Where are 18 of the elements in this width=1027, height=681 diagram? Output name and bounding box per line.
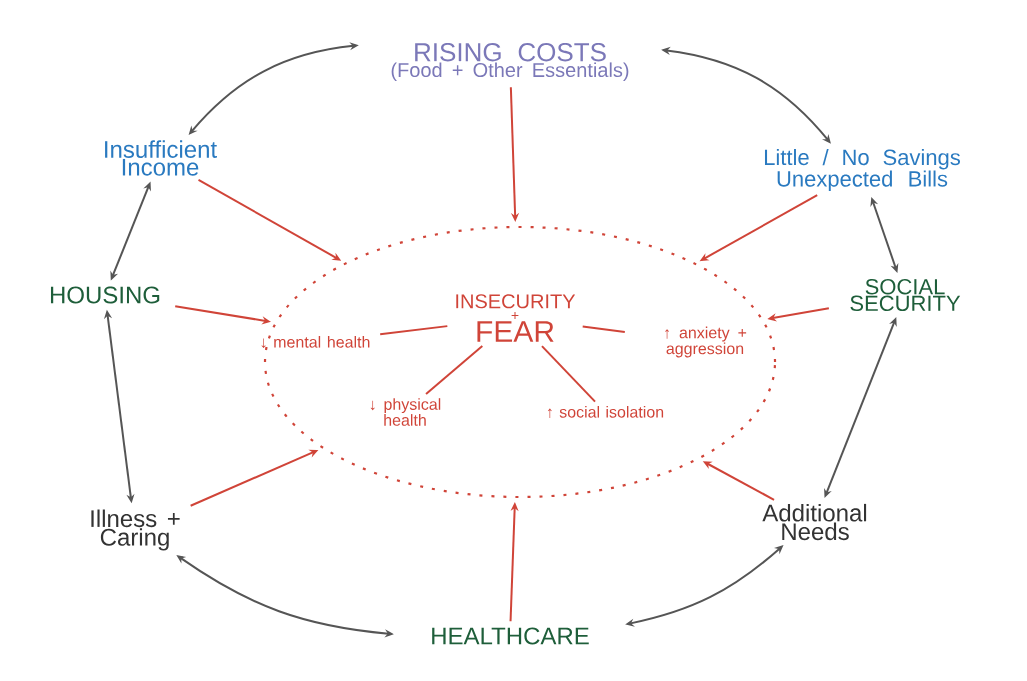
factor-text: HOUSING (51, 286, 160, 304)
dotted-ellipse (263, 225, 777, 499)
centre-text: INSECURITY + FEAR (456, 294, 576, 342)
effect-text: ↑ social isolation (547, 406, 664, 419)
factor-text: HEALTHCARE (432, 627, 589, 645)
factor-text: Insufficient Income (105, 140, 217, 176)
effect-text: ↓ mental health (261, 336, 370, 349)
effect-text: ↑ anxiety + aggression (665, 326, 747, 358)
factor-text: SOCIAL SECURITY (850, 278, 961, 312)
connector-line (581, 325, 626, 333)
effect-text: ↓ physical health (370, 398, 441, 426)
connector-line (379, 325, 449, 336)
factor-text: Little / No Savings Unexpected Bills (765, 149, 960, 191)
factor-text: Additional Needs (762, 503, 867, 541)
heading-text: RISING COSTS (Food + Other Essentials) (391, 43, 629, 81)
connector-line (541, 345, 597, 403)
connector-line (425, 344, 484, 395)
factor-text: Illness + Caring (91, 509, 180, 551)
